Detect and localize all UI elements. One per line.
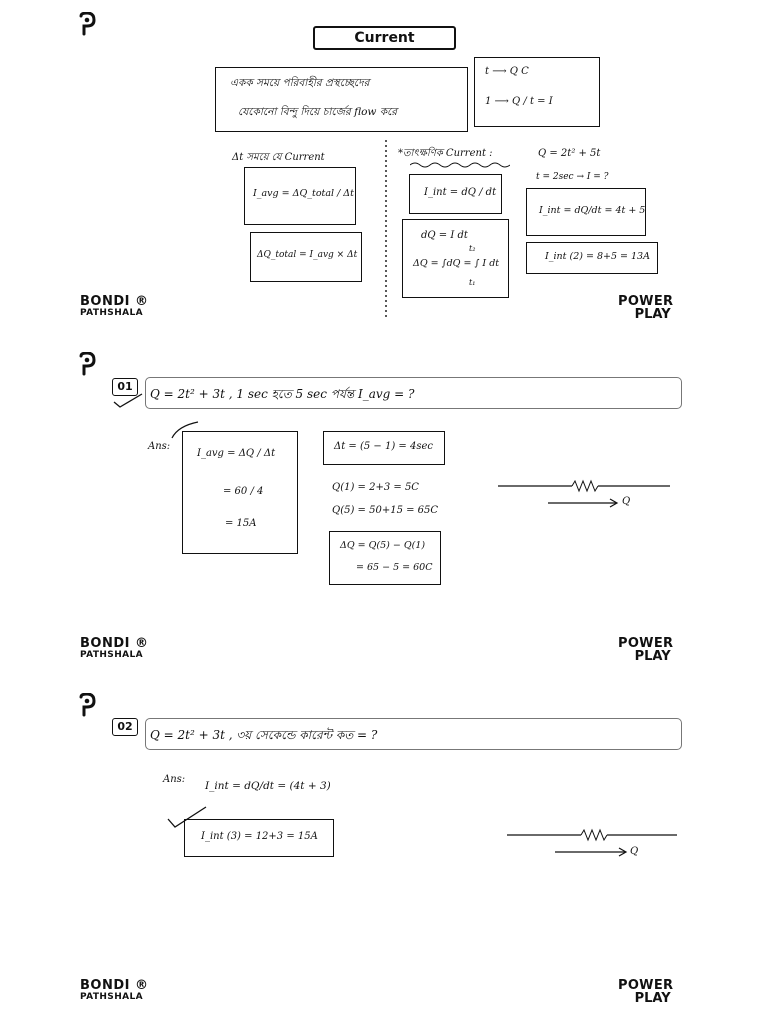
circuit-charge-label: Q	[630, 846, 639, 857]
average-charge: ΔQ_total = I_avg × Δt	[257, 250, 358, 260]
brand-right-line-1: POWER	[618, 636, 674, 651]
relation-box: t ⟶ Q C 1 ⟶ Q / t = I	[474, 57, 600, 127]
example-derivative-box: I_int = dQ/dt = 4t + 5	[526, 188, 646, 236]
brand-right-line-2: PLAY	[634, 991, 671, 1006]
integral-upper-limit: t₂	[469, 244, 476, 253]
page-title: Current	[313, 26, 456, 50]
question-number: 01	[112, 378, 138, 396]
brand-left-line-2: PATHSHALA	[80, 308, 143, 318]
definition-box: একক সময়ে পরিবাহীর প্রস্থচ্ছেদের যেকোনো …	[215, 67, 468, 132]
brand-right: POWER PLAY	[618, 637, 673, 663]
circuit-charge-label: Q	[622, 496, 631, 507]
definition-line-1: একক সময়ে পরিবাহীর প্রস্থচ্ছেদের	[230, 77, 370, 89]
example-result-box: I_int (2) = 8+5 = 13A	[526, 242, 658, 274]
brand-left: BONDI ® PATHSHALA	[80, 295, 149, 318]
brand-right-line-2: PLAY	[634, 649, 671, 664]
example-derivative: I_int = dQ/dt = 4t + 5	[539, 205, 646, 216]
section-divider	[385, 140, 387, 318]
charge-difference-line-2: = 65 − 5 = 60C	[356, 562, 433, 573]
brand-left: BONDI ® PATHSHALA	[80, 979, 149, 1002]
brand-right: POWER PLAY	[618, 295, 673, 321]
answer-label: Ans:	[163, 774, 186, 785]
instant-heading: *তাৎক্ষণিক Current :	[398, 148, 493, 159]
relation-line-1: t ⟶ Q C	[485, 66, 529, 77]
instant-charge-box: dQ = I dt t₂ ΔQ = ∫dQ = ∫ I dt t₁	[402, 219, 509, 298]
brand-left: BONDI ® PATHSHALA	[80, 637, 149, 660]
instant-formula-box: I_int = dQ / dt	[409, 174, 502, 214]
time-interval: Δt = (5 − 1) = 4sec	[334, 441, 433, 452]
integral-lower-limit: t₁	[469, 278, 476, 287]
average-answer-line-3: = 15A	[225, 518, 257, 529]
brand-left-line-1: BONDI ®	[80, 294, 149, 309]
average-charge-box: ΔQ_total = I_avg × Δt	[250, 232, 362, 282]
brand-right-line-2: PLAY	[634, 307, 671, 322]
brand-left-line-2: PATHSHALA	[80, 650, 143, 660]
definition-line-2: যেকোনো বিন্দু দিয়ে চার্জের flow করে	[238, 106, 398, 118]
checkmark-icon	[167, 806, 207, 828]
checkmark-icon	[113, 393, 143, 408]
brand-right-line-1: POWER	[618, 978, 674, 993]
brand-left-line-1: BONDI ®	[80, 978, 149, 993]
instant-charge-1: dQ = I dt	[421, 230, 468, 241]
example-result: I_int (2) = 8+5 = 13A	[545, 251, 650, 262]
average-answer-line-1: I_avg = ΔQ / Δt	[197, 448, 276, 459]
charge-at-1: Q(1) = 2+3 = 5C	[332, 482, 419, 493]
average-heading: Δt সময়ে যে Current	[232, 152, 325, 163]
tick-stroke-icon	[171, 421, 199, 439]
brand-logo-icon	[79, 693, 96, 717]
resistor-circuit-icon	[498, 479, 670, 508]
brand-right: POWER PLAY	[618, 979, 673, 1005]
charge-difference-line-1: ΔQ = Q(5) − Q(1)	[340, 540, 426, 551]
instant-formula: I_int = dQ / dt	[424, 187, 497, 198]
time-interval-box: Δt = (5 − 1) = 4sec	[323, 431, 445, 465]
answer-label: Ans:	[148, 441, 171, 452]
average-answer-box: I_avg = ΔQ / Δt = 60 / 4 = 15A	[182, 431, 298, 554]
question-box: Q = 2t² + 3t , 1 sec হতে 5 sec পর্যন্ত I…	[145, 377, 682, 409]
brand-left-line-2: PATHSHALA	[80, 992, 143, 1002]
brand-logo-icon	[79, 352, 96, 376]
example-time: t = 2sec → I = ?	[536, 172, 609, 182]
charge-at-5: Q(5) = 50+15 = 65C	[332, 505, 439, 516]
example-charge: Q = 2t² + 5t	[538, 148, 601, 159]
wavy-underline	[410, 162, 510, 168]
brand-right-line-1: POWER	[618, 294, 674, 309]
charge-difference-box: ΔQ = Q(5) − Q(1) = 65 − 5 = 60C	[329, 531, 441, 585]
instant-charge-2: ΔQ = ∫dQ = ∫ I dt	[413, 258, 500, 269]
question-box: Q = 2t² + 3t , ৩য় সেকেন্ডে কারেন্ট কত =…	[145, 718, 682, 750]
instant-answer: I_int = dQ/dt = (4t + 3)	[205, 780, 331, 792]
resistor-circuit-icon	[507, 828, 677, 857]
average-answer-line-2: = 60 / 4	[223, 486, 264, 497]
average-formula: I_avg = ΔQ_total / Δt	[253, 188, 354, 199]
instant-result-box: I_int (3) = 12+3 = 15A	[184, 819, 334, 857]
relation-line-2: 1 ⟶ Q / t = I	[485, 96, 553, 107]
average-formula-box: I_avg = ΔQ_total / Δt	[244, 167, 356, 225]
question-number: 02	[112, 718, 138, 736]
instant-result: I_int (3) = 12+3 = 15A	[201, 831, 318, 842]
brand-logo-icon	[79, 12, 96, 36]
brand-left-line-1: BONDI ®	[80, 636, 149, 651]
